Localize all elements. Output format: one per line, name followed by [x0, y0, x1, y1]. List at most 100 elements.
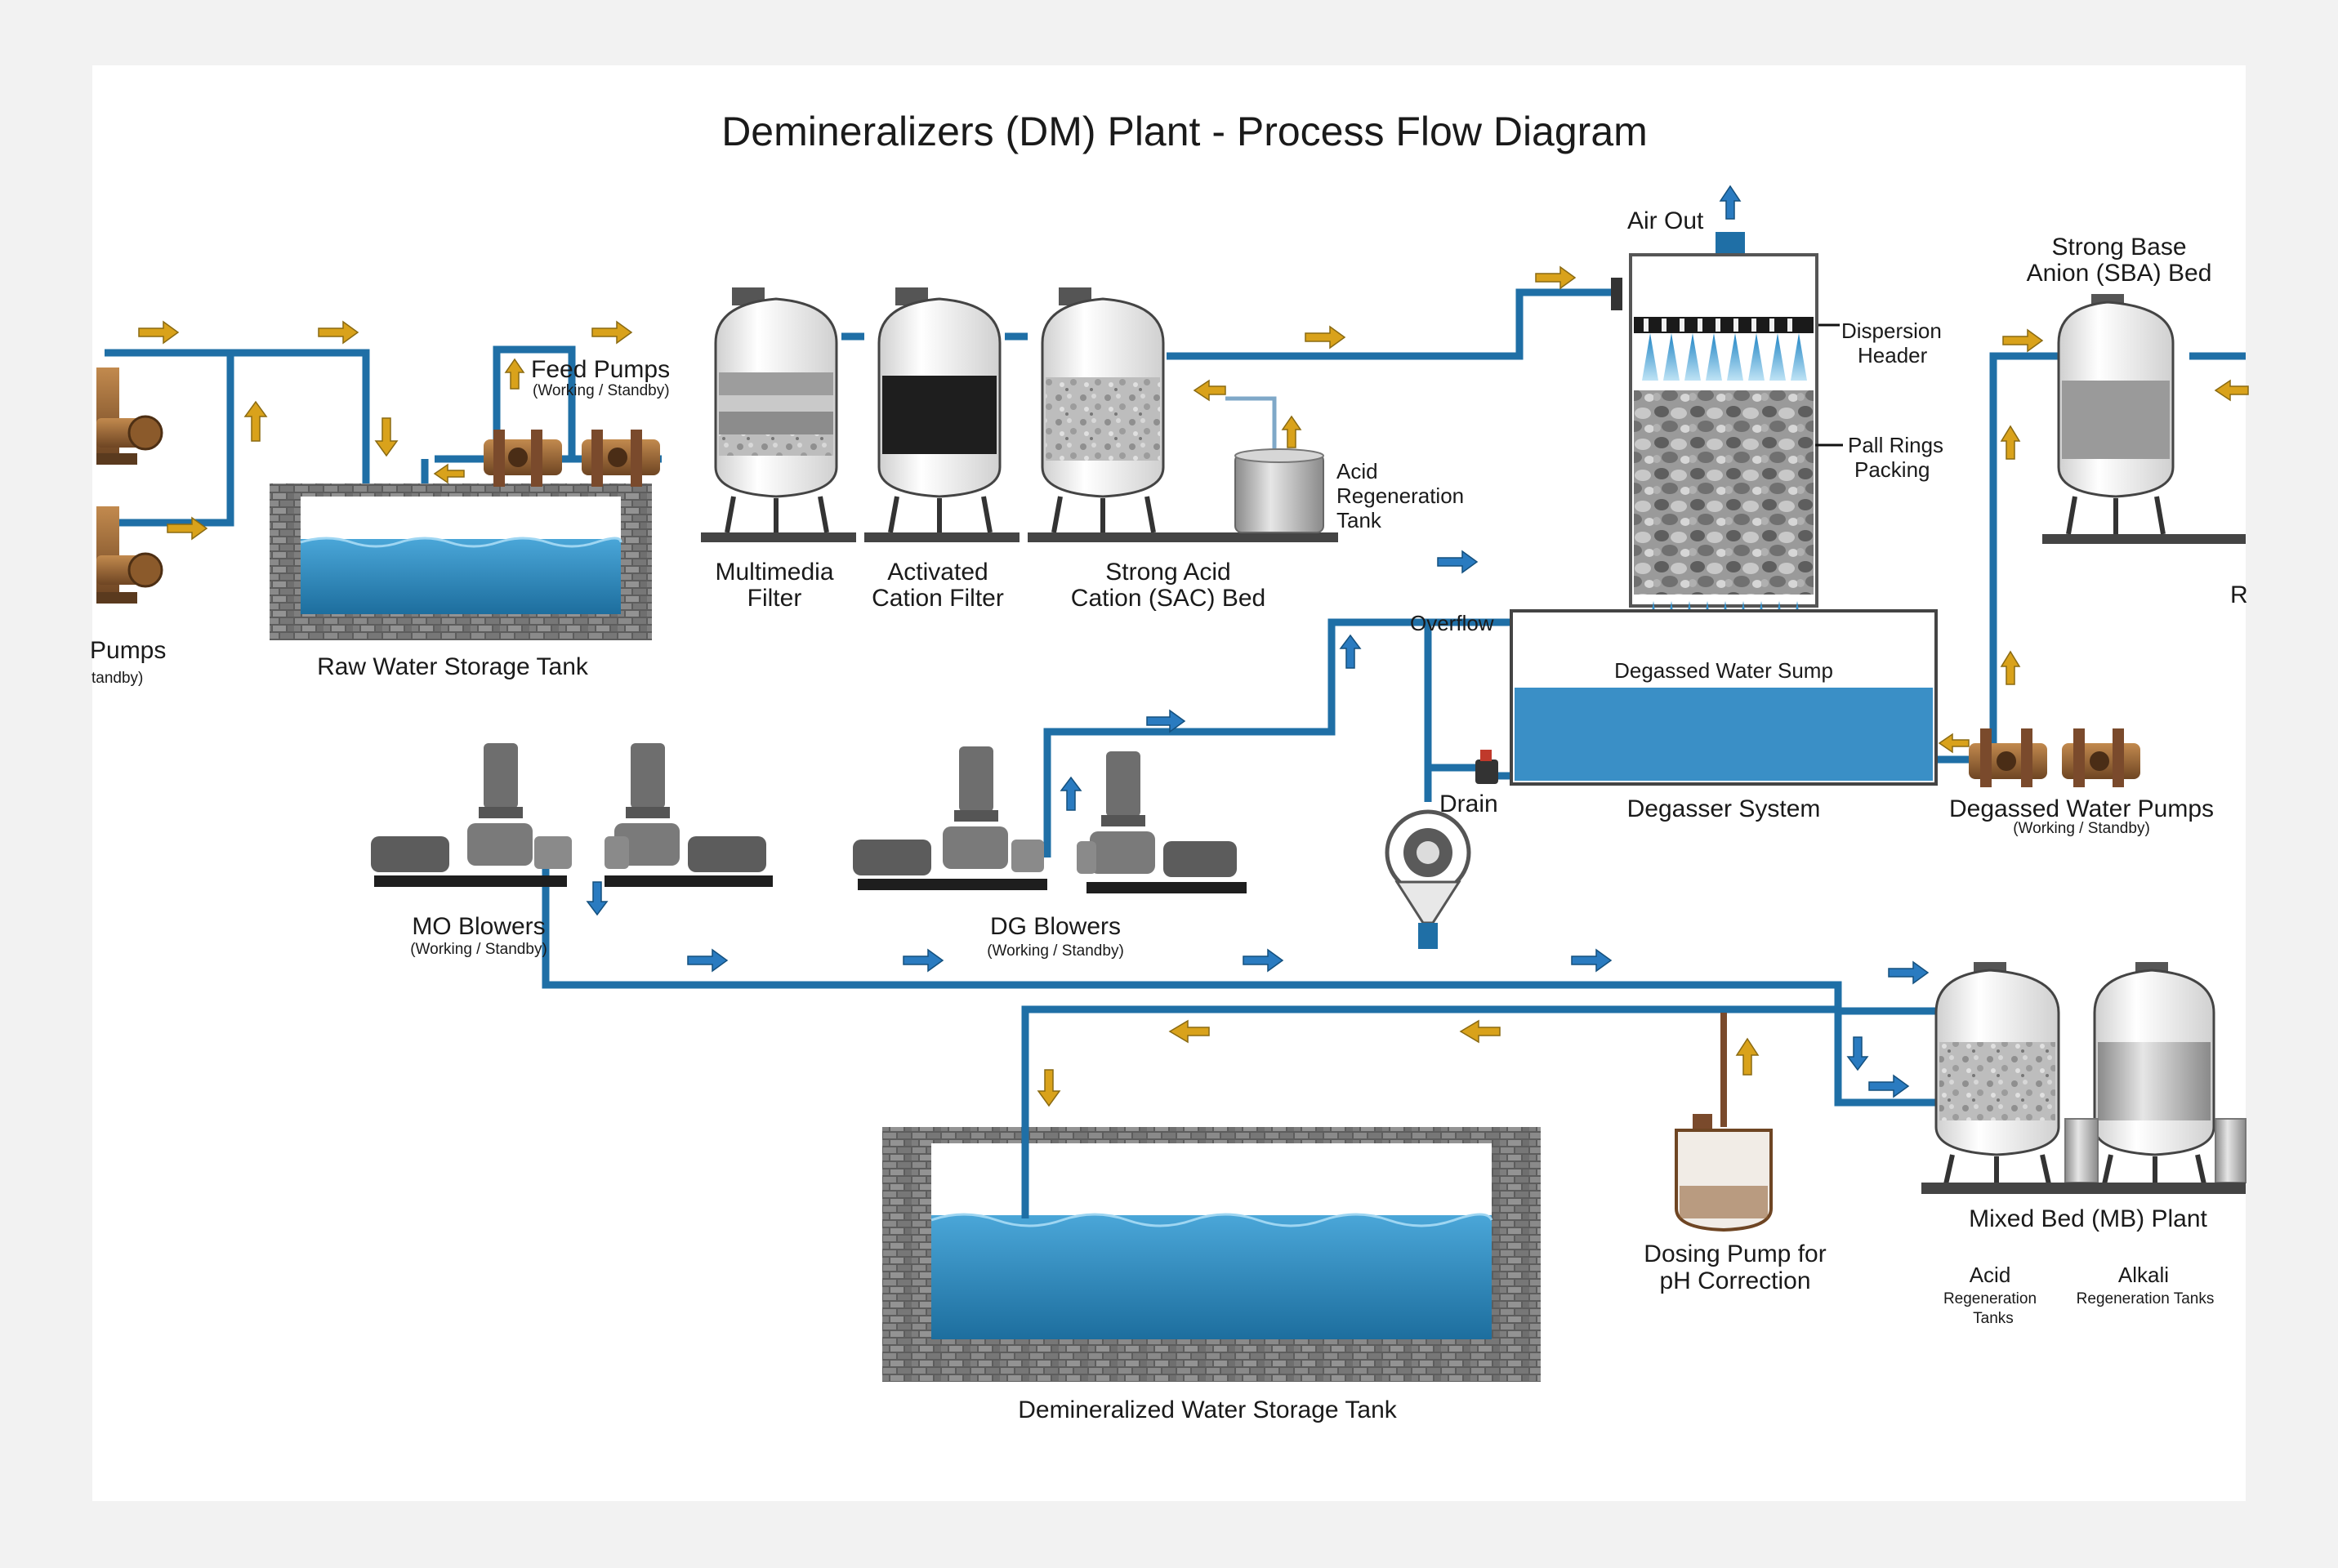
arrow-left-icon — [1938, 733, 1970, 754]
pall-label-1: Pall Rings — [1848, 433, 1943, 457]
arrow-left-icon — [1459, 1019, 1501, 1044]
arrow-right-icon — [1535, 265, 1577, 290]
sac-bed: Strong Acid Cation (SAC) Bed — [1028, 287, 1338, 612]
drain-pump-icon — [1385, 809, 1471, 949]
dosing-label-2: pH Correction — [1659, 1267, 1810, 1294]
dg-blowers-label: DG Blowers — [990, 913, 1121, 940]
dosing-pump: Dosing Pump for pH Correction — [1644, 1114, 1827, 1294]
mb-alkali-label-2: Regeneration Tanks — [2077, 1290, 2215, 1307]
arrow-up-icon — [1060, 776, 1082, 811]
mb-alkali-label-1: Alkali — [2118, 1263, 2169, 1287]
air-out-label: Air Out — [1627, 207, 1704, 234]
arrow-up-icon — [1735, 1037, 1760, 1076]
dm-water-tank: Demineralized Water Storage Tank — [882, 1009, 1541, 1423]
drain-label: Drain — [1439, 791, 1498, 817]
pump-icon — [484, 430, 562, 487]
arrow-right-icon — [138, 320, 180, 345]
multimedia-label-1: Multimedia — [715, 559, 833, 586]
dispersion-nozzles — [1644, 318, 1792, 332]
mo-blowers: MO Blowers (Working / Standby) — [371, 743, 773, 958]
page-title: Demineralizers (DM) Plant - Process Flow… — [721, 109, 1648, 154]
pump-icon — [1969, 728, 2047, 787]
sba-label-2: Anion (SBA) Bed — [2027, 260, 2212, 287]
degassed-water-sump: Degassed Water Sump Overflow Degasser Sy… — [1385, 609, 1938, 949]
raw-pumps-sublabel: tandby) — [91, 670, 143, 687]
dg-blowers-sublabel: (Working / Standby) — [987, 942, 1124, 960]
raw-pumps-label: Pumps — [90, 637, 166, 664]
arrow-up-icon — [2000, 425, 2021, 460]
spray-cones — [1642, 333, 1807, 381]
arrow-left-icon — [1168, 1019, 1210, 1044]
blower-icon — [853, 746, 1047, 890]
mo-blowers-label: MO Blowers — [412, 913, 545, 940]
dg-blowers: DG Blowers (Working / Standby) — [853, 746, 1247, 960]
activated-label-1: Activated — [887, 559, 988, 586]
multimedia-label-2: Filter — [747, 585, 802, 612]
arrow-right-icon — [318, 320, 359, 345]
sac-label-1: Strong Acid — [1105, 559, 1230, 586]
mb-acid-label-2: Regeneration — [1943, 1290, 2037, 1307]
dm-tank-label: Demineralized Water Storage Tank — [1018, 1396, 1398, 1423]
arrow-up-icon — [1339, 634, 1362, 669]
feed-pumps: Feed Pumps (Working / Standby) — [484, 356, 670, 487]
raw-water-pumps: Pumps tandby) — [90, 368, 166, 687]
drain-valve-icon — [1475, 750, 1498, 784]
overflow-label: Overflow — [1410, 611, 1494, 635]
acid-regen-label-2: Regeneration — [1336, 483, 1464, 508]
raw-tank-label: Raw Water Storage Tank — [317, 653, 589, 680]
sac-label-2: Cation (SAC) Bed — [1071, 585, 1265, 612]
sba-cut-label: R — [2230, 581, 2248, 608]
mb-acid-label-1: Acid — [1970, 1263, 2011, 1287]
pump-icon — [96, 506, 163, 604]
mo-blowers-sublabel: (Working / Standby) — [410, 941, 547, 958]
blower-icon — [605, 743, 773, 887]
multimedia-filter: Multimedia Filter — [701, 287, 856, 612]
pump-icon — [96, 368, 163, 465]
blower-icon — [1077, 751, 1247, 893]
arrow-down-icon — [374, 417, 399, 457]
mb-acid-label-3: Tanks — [1973, 1310, 2014, 1327]
arrow-right-icon — [1571, 948, 1613, 973]
arrow-right-icon — [591, 320, 633, 345]
degasser-tower: Air Out Dispersion Header Pall Rings Pac… — [1611, 207, 1943, 642]
feed-pumps-label: Feed Pumps — [531, 356, 670, 383]
arrow-down-icon — [1037, 1069, 1061, 1107]
sba-bed: Strong Base Anion (SBA) Bed R — [2027, 234, 2248, 608]
arrow-right-icon — [2002, 328, 2044, 353]
acid-regen-label-3: Tank — [1336, 508, 1382, 532]
degasser-label: Degasser System — [1627, 795, 1821, 822]
sba-label-1: Strong Base — [2051, 234, 2186, 261]
degassed-water-pumps: Degassed Water Pumps (Working / Standby) — [1949, 728, 2214, 837]
arrow-right-icon — [1868, 1074, 1910, 1098]
arrow-left-icon — [433, 463, 465, 484]
arrow-left-icon — [1193, 379, 1226, 402]
arrow-up-icon — [1719, 185, 1742, 220]
degassed-pumps-sublabel: (Working / Standby) — [2013, 820, 2150, 837]
arrow-right-icon — [1305, 325, 1346, 350]
acid-regeneration-tank: Acid Regeneration Tank — [1234, 448, 1464, 533]
dispersion-label-2: Header — [1858, 343, 1928, 368]
activated-cation-filter: Activated Cation Filter — [864, 287, 1020, 612]
sump-label: Degassed Water Sump — [1614, 658, 1833, 683]
arrow-up-icon — [504, 358, 525, 390]
raw-water-tank: Raw Water Storage Tank — [270, 483, 652, 680]
arrow-right-icon — [903, 948, 944, 973]
activated-label-2: Cation Filter — [872, 585, 1004, 612]
mixed-bed-plant: Mixed Bed (MB) Plant Acid Regeneration T… — [1921, 962, 2247, 1327]
arrow-up-icon — [2000, 650, 2021, 685]
arrow-up-icon — [1281, 415, 1302, 448]
dispersion-label-1: Dispersion — [1841, 318, 1942, 343]
arrow-right-icon — [167, 516, 208, 541]
acid-regen-label-1: Acid — [1336, 459, 1378, 483]
arrow-left-icon — [2214, 379, 2249, 402]
feed-pumps-sublabel: (Working / Standby) — [533, 382, 670, 399]
arrow-right-icon — [1437, 550, 1479, 574]
mb-vessel-1 — [1934, 962, 2060, 1185]
degassed-pumps-label: Degassed Water Pumps — [1949, 795, 2214, 822]
pump-icon — [582, 430, 660, 487]
arrow-down-icon — [586, 881, 609, 916]
arrow-right-icon — [1888, 960, 1930, 985]
pump-icon — [2062, 728, 2140, 787]
arrow-right-icon — [687, 948, 729, 973]
